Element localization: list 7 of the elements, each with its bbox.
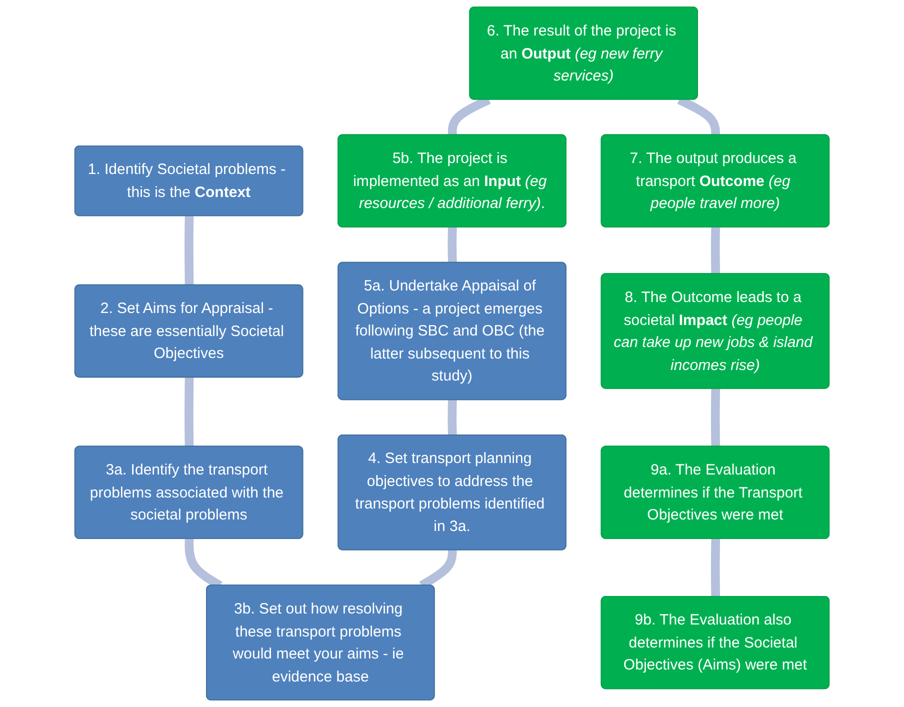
connector: [710, 226, 720, 274]
connector: [710, 538, 720, 597]
connector: [448, 226, 457, 264]
connector: [710, 388, 720, 447]
connector: [184, 216, 194, 286]
connector: [184, 378, 194, 447]
connector: [448, 398, 457, 437]
